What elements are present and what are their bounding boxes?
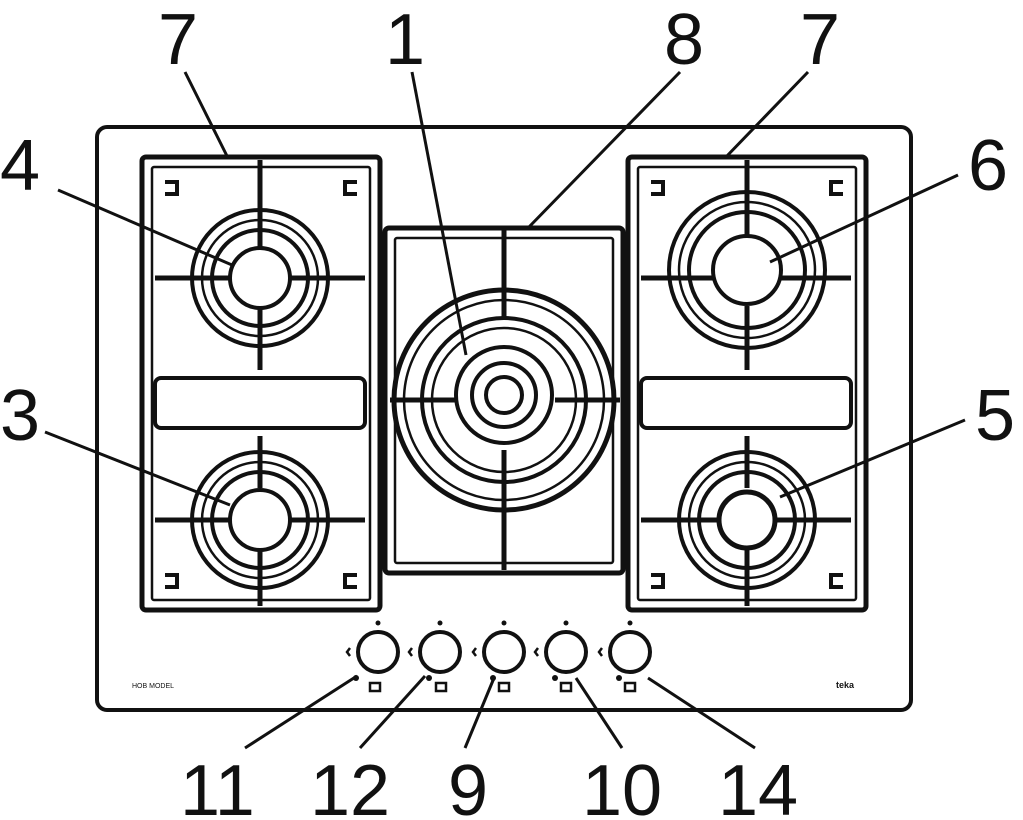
callout-11: 11 — [180, 751, 255, 820]
knob-9[interactable] — [471, 620, 526, 693]
burner-4 — [190, 208, 330, 348]
knob-14[interactable] — [597, 620, 652, 693]
callout-7-left: 7 — [158, 0, 198, 80]
callout-8: 8 — [664, 0, 704, 80]
burner-5 — [677, 450, 817, 590]
knob-11[interactable] — [345, 620, 400, 693]
callout-4: 4 — [0, 126, 40, 206]
callout-7-right: 7 — [800, 0, 840, 80]
leader-lines — [44, 70, 966, 750]
hob-plate — [95, 125, 913, 712]
model-label: HOB MODEL — [132, 683, 174, 690]
control-knobs — [345, 620, 652, 693]
callout-9: 9 — [448, 751, 488, 820]
left-pan-support — [139, 154, 383, 613]
burner-6 — [667, 190, 827, 350]
callout-6: 6 — [968, 126, 1008, 206]
callout-10: 10 — [582, 751, 662, 820]
callout-5: 5 — [975, 376, 1015, 456]
knob-12[interactable] — [407, 620, 462, 693]
knob-10[interactable] — [533, 620, 588, 693]
callout-3: 3 — [0, 376, 40, 456]
burner-3 — [190, 450, 330, 590]
callout-14: 14 — [718, 751, 798, 820]
callout-1: 1 — [385, 0, 425, 80]
burner-1-wok — [391, 287, 617, 513]
callout-12: 12 — [310, 751, 390, 820]
brand-logo: teka — [836, 680, 855, 690]
